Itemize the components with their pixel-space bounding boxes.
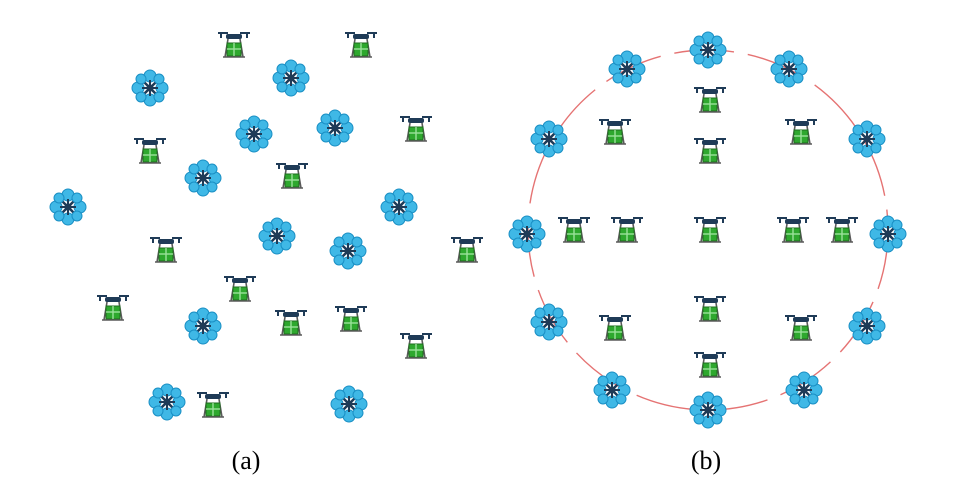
cargo-drone-icon bbox=[693, 296, 727, 322]
cargo-drone-icon bbox=[133, 138, 167, 164]
cargo-drone-icon bbox=[557, 217, 591, 243]
quadcopter-icon bbox=[271, 58, 311, 98]
quadcopter-icon bbox=[529, 302, 569, 342]
quadcopter-icon bbox=[329, 384, 369, 424]
quadcopter-icon bbox=[847, 119, 887, 159]
cargo-drone-icon bbox=[693, 138, 727, 164]
quadcopter-icon bbox=[769, 49, 809, 89]
cargo-drone-icon bbox=[399, 116, 433, 142]
cargo-drone-icon bbox=[96, 295, 130, 321]
cargo-drone-icon bbox=[149, 237, 183, 263]
quadcopter-icon bbox=[183, 306, 223, 346]
quadcopter-icon bbox=[48, 187, 88, 227]
panel-a bbox=[48, 32, 484, 424]
quadcopter-icon bbox=[379, 187, 419, 227]
cargo-drone-icon bbox=[693, 217, 727, 243]
quadcopter-icon bbox=[315, 108, 355, 148]
quadcopter-icon bbox=[592, 370, 632, 410]
quadcopter-icon bbox=[507, 214, 547, 254]
cargo-drone-icon bbox=[776, 217, 810, 243]
quadcopter-icon bbox=[147, 382, 187, 422]
cargo-drone-icon bbox=[334, 306, 368, 332]
quadcopter-icon bbox=[688, 30, 728, 70]
quadcopter-icon bbox=[847, 306, 887, 346]
cargo-drone-icon bbox=[610, 217, 644, 243]
panel-b bbox=[507, 30, 908, 430]
cargo-drone-icon bbox=[274, 310, 308, 336]
cargo-drone-icon bbox=[275, 163, 309, 189]
quadcopter-icon bbox=[328, 231, 368, 271]
cargo-drone-icon bbox=[784, 315, 818, 341]
quadcopter-icon bbox=[607, 49, 647, 89]
cargo-drone-icon bbox=[196, 392, 230, 418]
panel-a-label: (a) bbox=[231, 446, 261, 475]
cargo-drone-icon bbox=[825, 217, 859, 243]
cargo-drone-icon bbox=[450, 237, 484, 263]
cargo-drone-icon bbox=[217, 32, 251, 58]
cargo-drone-icon bbox=[693, 352, 727, 378]
cargo-drone-icon bbox=[399, 333, 433, 359]
cargo-drone-icon bbox=[693, 87, 727, 113]
quadcopter-icon bbox=[234, 114, 274, 154]
cargo-drone-icon bbox=[598, 119, 632, 145]
cargo-drone-icon bbox=[784, 119, 818, 145]
quadcopter-icon bbox=[688, 390, 728, 430]
panel-b-label: (b) bbox=[690, 446, 722, 475]
quadcopter-icon bbox=[130, 68, 170, 108]
cargo-drone-icon bbox=[344, 32, 378, 58]
quadcopter-icon bbox=[868, 214, 908, 254]
quadcopter-icon bbox=[257, 216, 297, 256]
cargo-drone-icon bbox=[598, 315, 632, 341]
cargo-drone-icon bbox=[223, 276, 257, 302]
quadcopter-icon bbox=[529, 119, 569, 159]
quadcopter-icon bbox=[183, 158, 223, 198]
quadcopter-icon bbox=[784, 370, 824, 410]
